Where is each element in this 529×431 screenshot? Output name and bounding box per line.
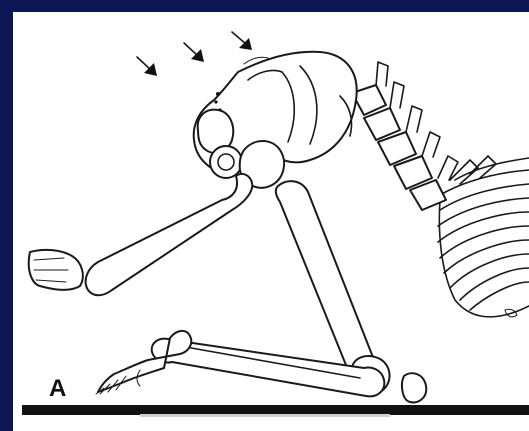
lumbar-spine [352, 62, 496, 210]
down-right-arrow-icon [232, 32, 252, 50]
humerus [86, 174, 253, 295]
down-right-arrow-icon [184, 43, 204, 62]
down-right-arrow-icon [137, 57, 157, 76]
skeleton-illustration [13, 12, 529, 431]
floor-shadow [140, 414, 390, 417]
floor-line [22, 405, 529, 415]
pelvis [194, 52, 357, 188]
hand [29, 250, 83, 290]
patella [402, 373, 426, 402]
figure-panel: A [13, 12, 529, 431]
panel-label: A [49, 375, 66, 403]
ribcage [438, 158, 529, 317]
